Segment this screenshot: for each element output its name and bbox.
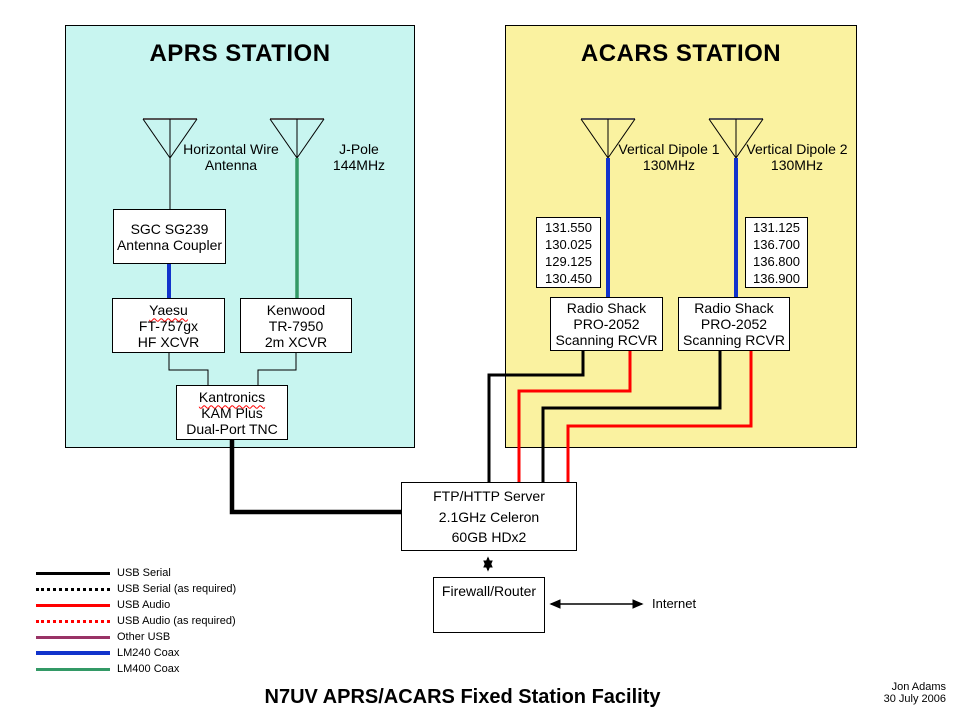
legend-line-lm400-coax-icon bbox=[36, 667, 110, 671]
usb-audio-receiver1-to-server bbox=[517, 351, 632, 483]
wire-hf-xcvr-to-tnc bbox=[168, 353, 209, 385]
jpole-antenna-icon bbox=[269, 118, 325, 159]
server-line-2: 2.1GHz Celeron bbox=[438, 508, 540, 525]
vertical-dipole-1-icon bbox=[580, 118, 636, 159]
legend-row-lm400-coax: LM400 Coax bbox=[36, 661, 236, 677]
freq2-value-4: 136.900 bbox=[753, 270, 800, 286]
legend-label-usb-audio-required: USB Audio (as required) bbox=[117, 615, 236, 627]
receiver2-line-1: Radio Shack bbox=[694, 300, 774, 316]
receiver2-line-3: Scanning RCVR bbox=[683, 332, 785, 348]
legend-line-usb-serial-required-icon bbox=[36, 587, 110, 591]
horizontal-wire-antenna-icon bbox=[142, 118, 198, 159]
tnc-line-1: Kantronics bbox=[198, 388, 266, 405]
legend-label-usb-serial-required: USB Serial (as required) bbox=[117, 583, 237, 595]
antenna-coupler-box: SGC SG239 Antenna Coupler bbox=[113, 209, 226, 264]
legend-label-lm240-coax: LM240 Coax bbox=[117, 647, 180, 659]
diagram-title: N7UV APRS/ACARS Fixed Station Facility bbox=[264, 686, 661, 708]
tnc-line-2: KAM Plus bbox=[201, 404, 263, 421]
frequency-list-2-box: 131.125 136.700 136.800 136.900 bbox=[745, 217, 808, 288]
vhf-xcvr-line-2: TR-7950 bbox=[268, 317, 324, 334]
hf-xcvr-line-3: HF XCVR bbox=[137, 333, 200, 350]
tnc-line-3: Dual-Port TNC bbox=[186, 420, 278, 437]
vhf-xcvr-line-1: Kenwood bbox=[266, 301, 326, 318]
legend-label-other-usb: Other USB bbox=[117, 631, 171, 643]
legend-line-other-usb-icon bbox=[36, 635, 110, 639]
scanning-receiver-2-box: Radio Shack PRO-2052 Scanning RCVR bbox=[678, 297, 790, 351]
firewall-router-box: Firewall/Router bbox=[433, 577, 545, 633]
legend: USB Serial USB Serial (as required) USB … bbox=[36, 565, 236, 677]
tnc-box: Kantronics KAM Plus Dual-Port TNC bbox=[176, 385, 288, 440]
antenna-label-horizontal-wire: Horizontal Wire Antenna bbox=[183, 141, 279, 173]
legend-label-lm400-coax: LM400 Coax bbox=[117, 663, 180, 675]
legend-label-usb-serial: USB Serial bbox=[117, 567, 171, 579]
firewall-label: Firewall/Router bbox=[441, 583, 537, 599]
legend-row-usb-audio: USB Audio bbox=[36, 597, 236, 613]
aprs-station-title: APRS STATION bbox=[149, 40, 331, 67]
usb-serial-receiver1-to-server bbox=[487, 351, 585, 483]
freq1-value-4: 130.450 bbox=[545, 270, 592, 286]
legend-row-usb-serial-required: USB Serial (as required) bbox=[36, 581, 236, 597]
ftp-http-server-box: FTP/HTTP Server 2.1GHz Celeron 60GB HDx2 bbox=[401, 482, 577, 551]
scanning-receiver-1-box: Radio Shack PRO-2052 Scanning RCVR bbox=[550, 297, 663, 351]
hf-xcvr-line-1: Yaesu bbox=[149, 301, 188, 318]
antenna-label-jpole: J-Pole 144MHz bbox=[332, 141, 386, 173]
vhf-xcvr-line-3: 2m XCVR bbox=[264, 333, 328, 350]
receiver1-line-2: PRO-2052 bbox=[573, 316, 640, 332]
signature-block: Jon Adams 30 July 2006 bbox=[884, 681, 946, 705]
legend-row-lm240-coax: LM240 Coax bbox=[36, 645, 236, 661]
vertical-dipole-2-icon bbox=[708, 118, 764, 159]
legend-line-usb-audio-required-icon bbox=[36, 619, 110, 623]
server-line-1: FTP/HTTP Server bbox=[433, 487, 545, 504]
antenna-label-vertical-dipole-2: Vertical Dipole 2 130MHz bbox=[746, 141, 848, 173]
server-line-3: 60GB HDx2 bbox=[451, 529, 527, 546]
vhf-transceiver-box: Kenwood TR-7950 2m XCVR bbox=[240, 298, 352, 353]
signature-author: Jon Adams bbox=[891, 681, 946, 693]
signature-date: 30 July 2006 bbox=[883, 693, 946, 705]
legend-line-usb-audio-icon bbox=[36, 603, 110, 607]
internet-label: Internet bbox=[652, 596, 697, 611]
usb-audio-receiver2-to-server bbox=[566, 351, 753, 483]
hf-xcvr-line-2: FT-757gx bbox=[138, 317, 199, 334]
hf-transceiver-box: Yaesu FT-757gx HF XCVR bbox=[112, 298, 225, 353]
coupler-line-2: Antenna Coupler bbox=[116, 236, 223, 253]
receiver2-line-2: PRO-2052 bbox=[700, 316, 768, 332]
legend-row-usb-audio-required: USB Audio (as required) bbox=[36, 613, 236, 629]
coupler-line-1: SGC SG239 bbox=[130, 220, 209, 237]
receiver1-line-3: Scanning RCVR bbox=[555, 332, 658, 348]
usb-serial-tnc-to-server bbox=[229, 440, 402, 515]
legend-line-lm240-coax-icon bbox=[36, 651, 110, 655]
legend-line-usb-serial-icon bbox=[36, 571, 110, 575]
freq2-value-2: 136.700 bbox=[753, 236, 800, 252]
frequency-list-1-box: 131.550 130.025 129.125 130.450 bbox=[536, 217, 601, 288]
freq1-value-2: 130.025 bbox=[545, 236, 592, 252]
receiver1-line-1: Radio Shack bbox=[566, 300, 647, 316]
freq2-value-3: 136.800 bbox=[753, 253, 800, 269]
freq1-value-1: 131.550 bbox=[545, 219, 592, 235]
legend-label-usb-audio: USB Audio bbox=[117, 599, 171, 611]
legend-row-other-usb: Other USB bbox=[36, 629, 236, 645]
freq2-value-1: 131.125 bbox=[753, 219, 800, 235]
wire-vhf-xcvr-to-tnc bbox=[257, 353, 297, 385]
acars-station-title: ACARS STATION bbox=[580, 40, 782, 67]
usb-serial-receiver2-to-server bbox=[541, 351, 722, 483]
freq1-value-3: 129.125 bbox=[545, 253, 592, 269]
antenna-label-vertical-dipole-1: Vertical Dipole 1 130MHz bbox=[618, 141, 720, 173]
legend-row-usb-serial: USB Serial bbox=[36, 565, 236, 581]
